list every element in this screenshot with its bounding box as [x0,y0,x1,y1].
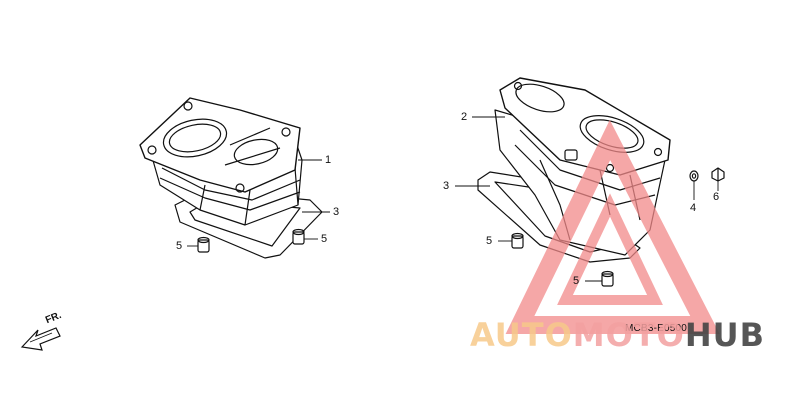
callout-5-left-b: 5 [321,233,328,245]
diagram-code: MCB3-E0500 [625,323,688,334]
left-dowel-b [292,231,305,245]
callout-1: 1 [325,154,332,166]
right-dowel-b [601,273,614,287]
callout-5-right-b: 5 [573,275,580,287]
front-direction-arrow [20,327,61,351]
callout-4: 4 [690,202,697,214]
callout-6: 6 [713,191,720,203]
right-dowel-a [511,235,524,249]
watermark-auto: AUTO [470,316,573,354]
watermark-hub: HUB [684,316,766,354]
leader-lines [187,116,719,282]
callout-3-left: 3 [333,206,340,218]
callout-5-right-a: 5 [486,235,493,247]
callout-2: 2 [461,111,468,123]
callout-3-right: 3 [443,180,450,192]
watermark-moto: MOTO [572,316,685,354]
washer-part [689,170,699,182]
right-cylinder-top [499,77,671,176]
right-cylinder [477,77,725,287]
watermark-text: AUTOMOTOHUB [470,316,765,354]
callout-5-left-a: 5 [176,240,183,252]
left-cylinder [139,97,323,259]
watermark-triangle-logo [505,119,720,334]
